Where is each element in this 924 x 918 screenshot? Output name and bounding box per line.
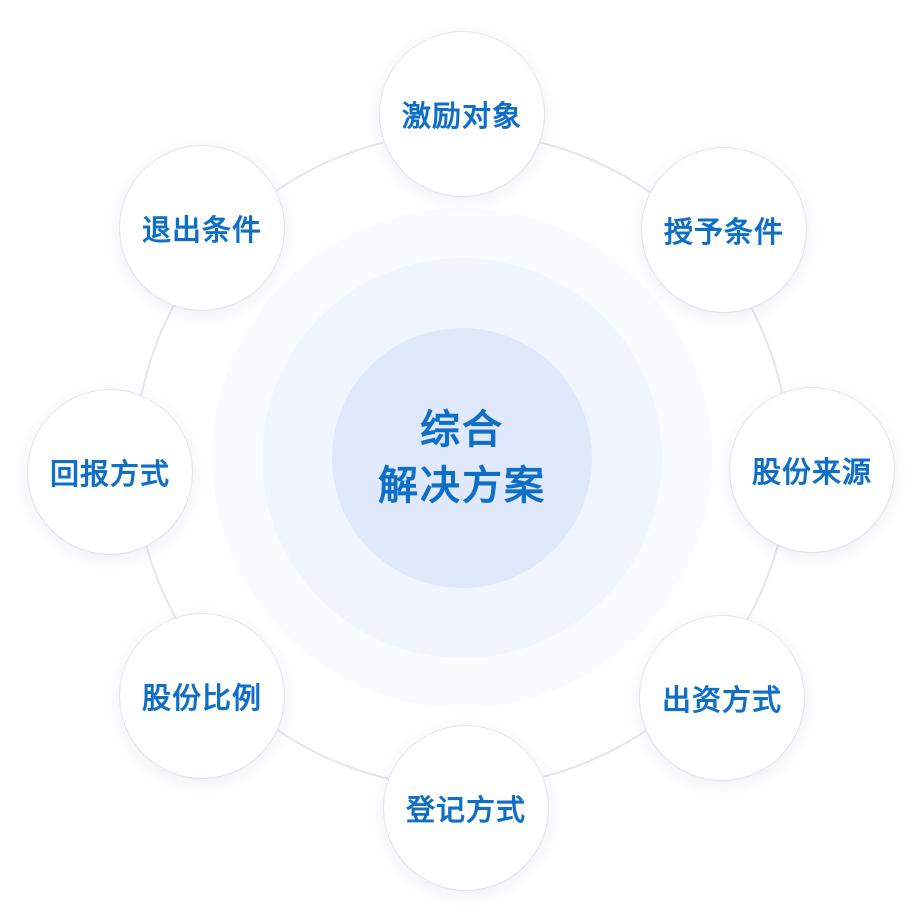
node-label: 出资方式 — [661, 683, 782, 717]
center-circle: 综合 解决方案 — [332, 328, 592, 588]
node-label: 授予条件 — [663, 215, 784, 249]
node-label: 退出条件 — [141, 213, 262, 247]
node-label: 股份来源 — [751, 455, 872, 489]
node-label: 登记方式 — [405, 793, 526, 827]
node-exit-conditions[interactable]: 退出条件 — [120, 146, 284, 310]
center-title-line1: 综合 — [420, 407, 504, 453]
node-return-method[interactable]: 回报方式 — [28, 390, 192, 554]
node-label: 股份比例 — [141, 681, 262, 715]
node-incentive-target[interactable]: 激励对象 — [380, 32, 544, 196]
node-label: 激励对象 — [401, 99, 522, 133]
node-label: 回报方式 — [49, 457, 170, 491]
node-share-ratio[interactable]: 股份比例 — [120, 614, 284, 778]
node-registration-method[interactable]: 登记方式 — [384, 726, 548, 890]
node-share-source[interactable]: 股份来源 — [730, 388, 894, 552]
node-grant-conditions[interactable]: 授予条件 — [642, 148, 806, 312]
center-title-line2: 解决方案 — [378, 463, 546, 509]
node-funding-method[interactable]: 出资方式 — [640, 616, 804, 780]
